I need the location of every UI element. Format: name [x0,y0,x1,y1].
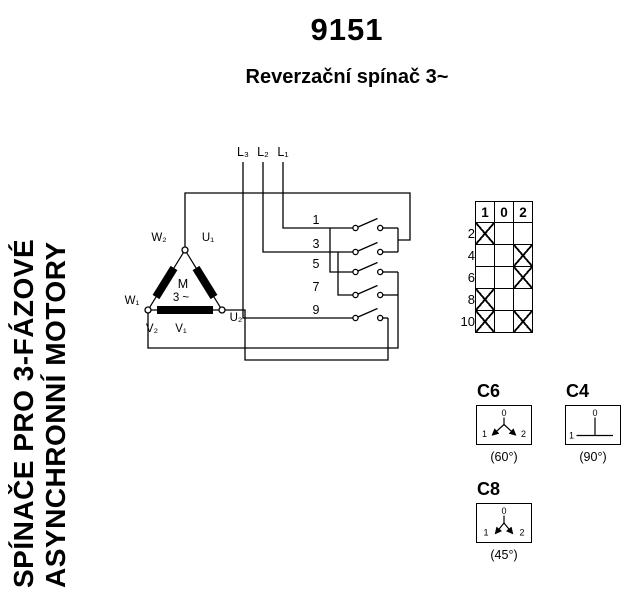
motor-terminal-v1: V₁ [175,323,187,335]
motor-terminal-u1: U₁ [202,232,214,244]
table-row: 8 X [453,288,533,311]
variant-c8: C8 0 1 2 (45°) [476,479,534,562]
position-arrow-1 [491,424,505,436]
row-label: 8 [467,292,475,307]
position-diagram-c6: 0 1 2 [476,405,532,445]
contact-blade-1 [357,217,378,228]
contact-blade-9 [357,307,378,318]
contact-mark: X [514,267,532,288]
contact-blade-3 [357,241,378,252]
contact-mark [476,267,494,288]
motor-terminal-left [144,306,152,314]
variant-code: C6 [477,381,501,401]
variant-code: C8 [477,479,501,499]
table-row: 4 X [453,244,533,267]
side-heading-line2: ASYNCHRONNÍ MOTORY [40,241,71,588]
contact-table: 1 0 2 2 X 4 X 6 X [453,201,533,333]
table-row: 2 X [453,222,533,245]
variant-angle: (90°) [579,450,607,464]
terminals [144,224,384,322]
contact-mark [495,245,513,266]
side-heading-line1: SPÍNAČE PRO 3-FÁZOVÉ [8,238,39,588]
position-label-1: 1 [483,528,488,538]
motor-terminal-right [218,306,226,314]
motor-windings [152,265,218,314]
row-label: 6 [467,270,475,285]
wire-l2 [262,162,353,253]
column-header-pos1: 1 [475,201,495,223]
column-header-pos2: 2 [513,201,533,223]
position-label-0: 0 [501,506,506,516]
contact-number-1: 1 [313,213,320,227]
row-label: 2 [467,226,475,241]
motor-terminal-v2: V₂ [146,323,158,335]
motor-terminal-u2: U₂ [230,312,243,324]
contact-number-5: 5 [313,257,320,271]
position-arrow-2 [503,424,517,436]
contact-mark: X [476,289,494,310]
variant-angle: (45°) [490,548,518,562]
table-header-row: 1 0 2 [453,201,533,223]
wire-to-w1 [147,272,399,349]
motor-terminal-w1: W₁ [125,295,140,307]
position-label-2: 2 [521,429,526,439]
motor-phase-label: 3 ~ [173,292,190,304]
page-title: 9151 [310,12,384,47]
supply-label-l1: L₁ [277,145,288,159]
contact-number-3: 3 [313,237,320,251]
position-label-0: 0 [592,408,597,418]
contact-mark [514,223,532,244]
row-label: 4 [467,248,475,263]
contact-blade-7 [357,284,378,295]
position-diagram-c4: 0 1 [565,405,621,445]
contact-mark [514,289,532,310]
contact-blade-5 [357,261,378,272]
column-header-pos0: 0 [494,201,514,223]
wire-to-u1 [184,192,411,248]
page-subtitle: Reverzační spínač 3~ [245,66,449,88]
contact-number-9: 9 [313,303,320,317]
supply-label-l2: L₂ [257,145,269,159]
contact-mark [495,311,513,332]
motor-label: M [178,277,188,291]
position-label-2: 2 [519,528,524,538]
motor-terminal-top [181,246,189,254]
variant-code: C4 [566,381,590,401]
variant-c6: C6 0 1 2 (60°) [476,381,534,464]
wires [146,162,411,361]
motor-terminal-w2: W₂ [151,232,166,244]
supply-label-l3: L₃ [237,145,249,159]
wire-l3 [242,162,353,319]
wire-branch-b [337,252,353,296]
position-diagram-c8: 0 1 2 [476,503,532,543]
table-row: 10 X X [453,310,533,333]
variant-c4: C4 0 1 (90°) [565,381,623,464]
contact-mark: X [476,223,494,244]
contact-mark [476,245,494,266]
contact-number-7: 7 [313,280,320,294]
position-label-1: 1 [482,429,487,439]
wire-to-v1 [225,309,389,361]
position-arrow-2 [503,522,514,535]
table-row: 6 X [453,266,533,289]
row-label: 10 [460,314,475,329]
contact-mark [495,289,513,310]
winding-u [192,265,218,300]
contact-mark: X [476,311,494,332]
contact-mark [495,267,513,288]
wiring-diagram: L₃ L₂ L₁ 1 3 5 7 9 W₂ U₁ M 3 ~ W₁ V₂ V₁ … [125,145,411,361]
contact-mark [495,223,513,244]
contact-mark: X [514,245,532,266]
contact-state-grid: 1 0 2 2 X 4 X 6 X [453,201,533,333]
winding-w [152,265,178,300]
contact-mark: X [514,311,532,332]
wire-branch-a [329,228,353,273]
position-arrow-1 [494,522,505,535]
position-label-0: 0 [501,408,506,418]
variant-angle: (60°) [490,450,518,464]
position-label-1: 1 [569,431,574,441]
